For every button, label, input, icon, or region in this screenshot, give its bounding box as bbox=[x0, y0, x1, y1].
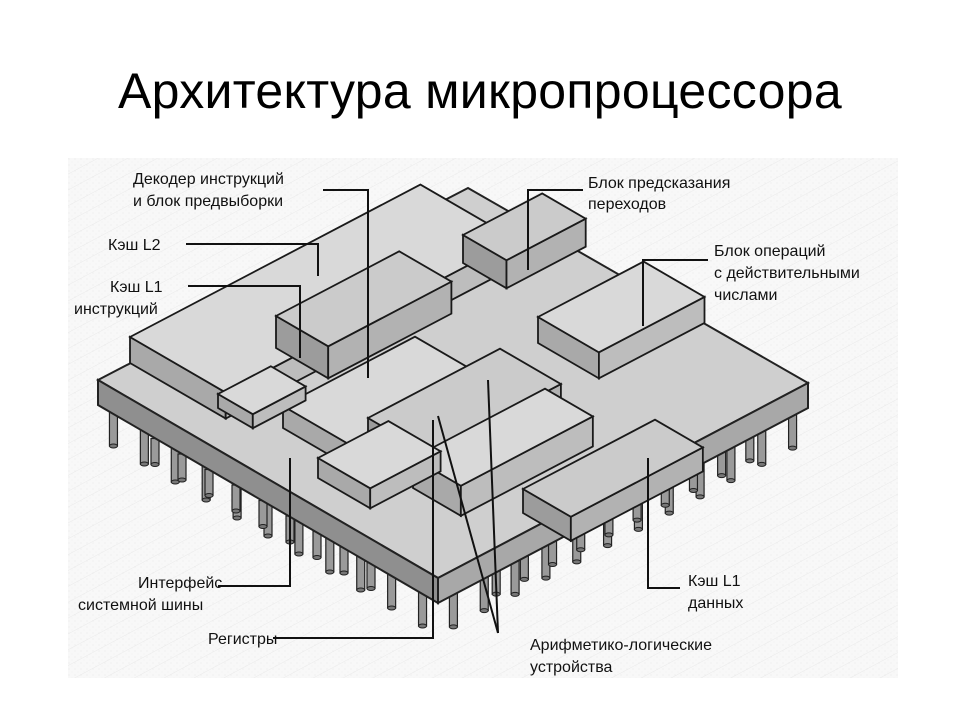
label-branch-line2: переходов bbox=[588, 196, 666, 213]
block-bus-interface bbox=[216, 365, 308, 430]
label-l2: Кэш L2 bbox=[108, 237, 161, 254]
pin bbox=[417, 591, 428, 629]
chip-blocks bbox=[128, 183, 707, 543]
label-fpu-line3: числами bbox=[714, 287, 777, 304]
block-branch-predictor bbox=[461, 192, 588, 290]
label-alu-line2: устройства bbox=[530, 659, 613, 676]
pin bbox=[294, 519, 304, 557]
pin bbox=[787, 413, 798, 451]
pin bbox=[139, 429, 149, 467]
pin bbox=[510, 559, 520, 597]
label-bus-line2: системной шины bbox=[78, 597, 203, 614]
label-branch-predictor: Блок предсказания переходов bbox=[588, 175, 735, 213]
label-l1d: Кэш L1 данных bbox=[688, 573, 745, 612]
label-decoder-line1: Декодер инструкций bbox=[133, 171, 284, 188]
pin bbox=[231, 484, 241, 514]
pin bbox=[150, 437, 160, 467]
label-decoder-line2: и блок предвыборки bbox=[133, 193, 283, 210]
label-alu-line1: Арифметико-логические bbox=[530, 637, 712, 654]
pin bbox=[387, 573, 397, 611]
pin bbox=[356, 555, 366, 593]
pin bbox=[339, 546, 349, 576]
label-registers-line1: Регистры bbox=[208, 631, 277, 648]
pin bbox=[325, 537, 335, 575]
pin bbox=[757, 429, 767, 467]
label-fpu: Блок операций с действительными числами bbox=[714, 243, 864, 304]
leader-lines bbox=[186, 189, 708, 639]
label-fpu-line2: с действительными bbox=[714, 265, 860, 282]
pin bbox=[108, 411, 119, 449]
pin bbox=[177, 453, 187, 483]
label-fpu-line1: Блок операций bbox=[714, 243, 825, 260]
label-alu: Арифметико-логические устройства bbox=[530, 637, 716, 676]
block-l1-instruction-cache bbox=[274, 250, 454, 380]
label-l1i-line1: Кэш L1 bbox=[110, 279, 163, 296]
pin bbox=[726, 446, 736, 484]
label-branch-line1: Блок предсказания bbox=[588, 175, 730, 192]
label-l1d-line1: Кэш L1 bbox=[688, 573, 741, 590]
label-bus-line1: Интерфейс bbox=[138, 575, 222, 592]
pin bbox=[519, 552, 529, 582]
label-l1i: Кэш L1 инструкций bbox=[74, 279, 167, 318]
label-l1d-line2: данных bbox=[688, 595, 743, 612]
block-fpu bbox=[536, 260, 707, 380]
label-l1i-line2: инструкций bbox=[74, 301, 158, 318]
label-decoder: Декодер инструкций и блок предвыборки bbox=[133, 171, 288, 210]
block-registers bbox=[316, 420, 443, 510]
pin bbox=[258, 499, 268, 529]
pin bbox=[448, 592, 459, 630]
processor-diagram: Декодер инструкций и блок предвыборки Бл… bbox=[68, 158, 898, 698]
pin bbox=[312, 530, 322, 560]
label-registers: Регистры bbox=[208, 631, 277, 648]
label-l2-line1: Кэш L2 bbox=[108, 237, 161, 254]
pin bbox=[717, 449, 727, 479]
pin bbox=[204, 468, 214, 498]
slide-title: Архитектура микропроцессора bbox=[118, 63, 842, 119]
callout-labels: Декодер инструкций и блок предвыборки Бл… bbox=[74, 171, 864, 676]
block-l1-data-cache bbox=[521, 418, 705, 543]
label-bus-interface: Интерфейс системной шины bbox=[78, 575, 227, 614]
